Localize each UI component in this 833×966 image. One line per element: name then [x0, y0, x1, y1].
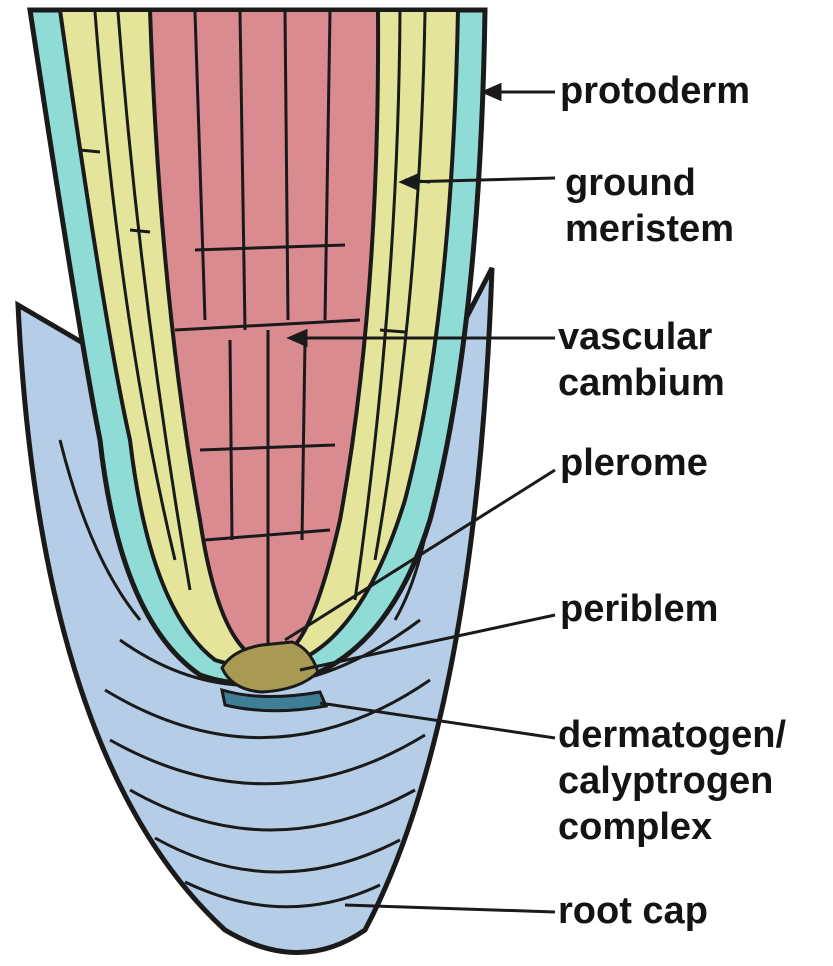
label-vascular-cambium: vascular cambium [558, 314, 725, 406]
label-plerome: plerome [560, 440, 708, 486]
arrowhead-protoderm [484, 85, 500, 99]
label-periblem: periblem [560, 586, 718, 632]
label-root-cap: root cap [558, 888, 708, 934]
label-ground-meristem: ground meristem [565, 160, 734, 252]
label-dermatogen-calyptrogen-complex: dermatogen/ calyptrogen complex [558, 712, 786, 850]
label-protoderm: protoderm [560, 68, 750, 114]
